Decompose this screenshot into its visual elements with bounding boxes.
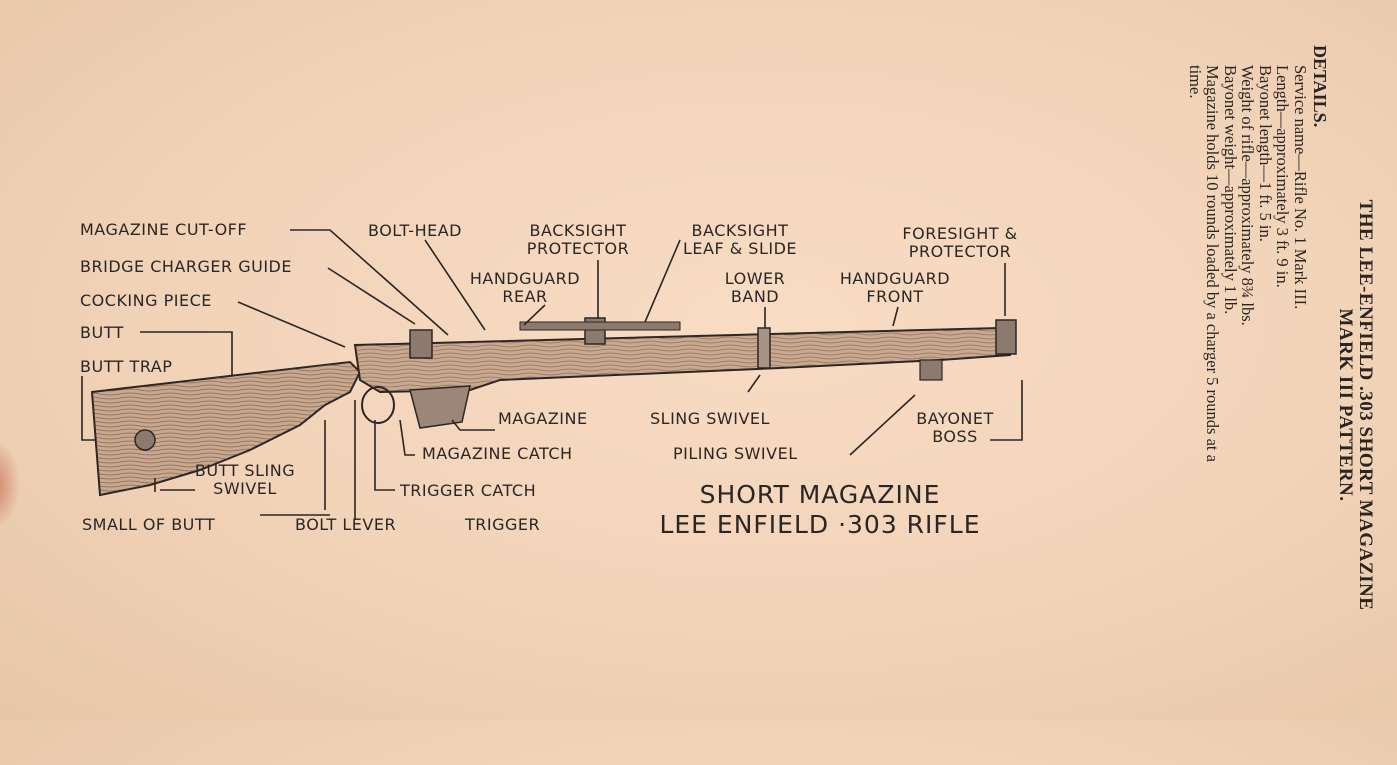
book-page: MAGAZINE CUT-OFF BRIDGE CHARGER GUIDE CO… bbox=[0, 45, 1376, 610]
details-line: Magazine holds 10 rounds loaded by a cha… bbox=[1203, 65, 1223, 462]
details-heading-line1: THE LEE-ENFIELD .303 SHORT MAGAZINE bbox=[1355, 199, 1376, 611]
label-bayonet-boss-line1: BAYONET bbox=[916, 409, 994, 428]
label-backsight-leaf-line1: BACKSIGHT bbox=[691, 221, 789, 240]
label-backsight-leaf: BACKSIGHT LEAF & SLIDE bbox=[670, 222, 810, 258]
label-trigger: TRIGGER bbox=[465, 515, 541, 534]
label-foresight-line1: FORESIGHT & bbox=[902, 224, 1018, 243]
details-heading-line2: MARK III PATTERN. bbox=[1335, 308, 1356, 502]
label-butt-sling-line2: SWIVEL bbox=[213, 479, 277, 498]
label-bayonet-boss: BAYONET BOSS bbox=[900, 410, 1010, 446]
label-cocking-piece: COCKING PIECE bbox=[80, 291, 212, 310]
label-handguard-front: HANDGUARD FRONT bbox=[825, 270, 965, 306]
label-lower-band-line2: BAND bbox=[730, 287, 780, 306]
details-line: Bayonet length—1 ft. 5 in. bbox=[1256, 65, 1275, 242]
page-stain bbox=[0, 440, 20, 530]
label-bolt-head: BOLT-HEAD bbox=[368, 221, 462, 240]
rifle-body bbox=[134, 317, 1017, 451]
rifle-title-line2: LEE ENFIELD ·303 RIFLE bbox=[659, 510, 981, 539]
label-bridge-charger-guide: BRIDGE CHARGER GUIDE bbox=[80, 257, 292, 276]
label-small-of-butt: SMALL OF BUTT bbox=[82, 515, 216, 534]
label-lower-band-line1: LOWER bbox=[724, 269, 786, 288]
label-magazine-cutoff: MAGAZINE CUT-OFF bbox=[80, 220, 248, 239]
label-handguard-front-line2: FRONT bbox=[866, 287, 924, 306]
label-piling-swivel: PILING SWIVEL bbox=[673, 444, 798, 463]
details-subheading: DETAILS. bbox=[1310, 45, 1330, 128]
label-backsight-leaf-line2: LEAF & SLIDE bbox=[682, 239, 798, 258]
label-lower-band: LOWER BAND bbox=[705, 270, 805, 306]
label-backsight-protector-line1: BACKSIGHT bbox=[529, 221, 627, 240]
label-trigger-catch: TRIGGER CATCH bbox=[400, 481, 537, 500]
label-handguard-rear-line1: HANDGUARD bbox=[469, 269, 581, 288]
label-butt-sling-swivel: BUTT SLING SWIVEL bbox=[180, 462, 310, 498]
details-line: time. bbox=[1186, 65, 1205, 99]
label-butt-trap: BUTT TRAP bbox=[80, 357, 173, 376]
label-foresight-protector: FORESIGHT & PROTECTOR bbox=[885, 225, 1035, 261]
leader-lines bbox=[81, 229, 1023, 520]
details-panel: THE LEE-ENFIELD .303 SHORT MAGAZINE MARK… bbox=[1065, 45, 1376, 765]
label-backsight-protector-line2: PROTECTOR bbox=[526, 239, 630, 258]
label-magazine: MAGAZINE bbox=[498, 409, 588, 428]
rifle-title: SHORT MAGAZINE LEE ENFIELD ·303 RIFLE bbox=[590, 480, 1050, 540]
label-sling-swivel: SLING SWIVEL bbox=[650, 409, 770, 428]
rifle-illustration bbox=[81, 229, 1023, 520]
label-handguard-front-line1: HANDGUARD bbox=[839, 269, 951, 288]
details-line: Length—approximately 3 ft. 9 in. bbox=[1273, 65, 1293, 288]
details-line: Weight of rifle—approximately 8¾ lbs. bbox=[1238, 65, 1258, 326]
label-bolt-lever: BOLT LEVER bbox=[295, 515, 397, 534]
label-bayonet-boss-line2: BOSS bbox=[932, 427, 978, 446]
label-handguard-rear-line2: REAR bbox=[502, 287, 548, 306]
rifle-stock bbox=[90, 360, 362, 497]
details-line: Service name—Rifle No. 1 Mark III. bbox=[1291, 65, 1310, 310]
label-foresight-line2: PROTECTOR bbox=[908, 242, 1012, 261]
label-butt-sling-line1: BUTT SLING bbox=[194, 461, 296, 480]
label-backsight-protector: BACKSIGHT PROTECTOR bbox=[508, 222, 648, 258]
label-handguard-rear: HANDGUARD REAR bbox=[460, 270, 590, 306]
label-magazine-catch: MAGAZINE CATCH bbox=[422, 444, 573, 463]
details-line: Bayonet weight—approximately 1 lb. bbox=[1221, 65, 1240, 315]
label-butt: BUTT bbox=[80, 323, 124, 342]
rifle-title-line1: SHORT MAGAZINE bbox=[699, 480, 941, 509]
